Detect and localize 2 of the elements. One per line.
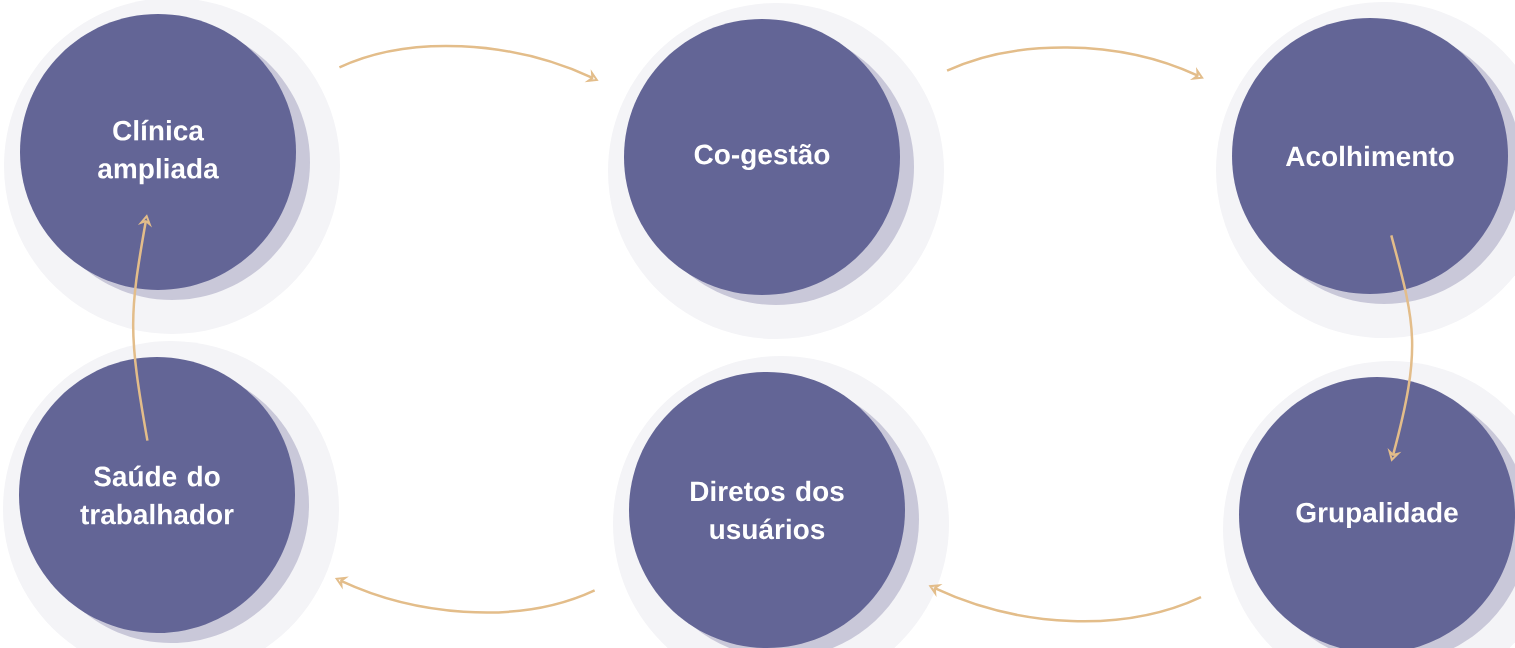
- arrow: [946, 46, 1204, 80]
- circle-node: Co-gestão: [608, 3, 944, 339]
